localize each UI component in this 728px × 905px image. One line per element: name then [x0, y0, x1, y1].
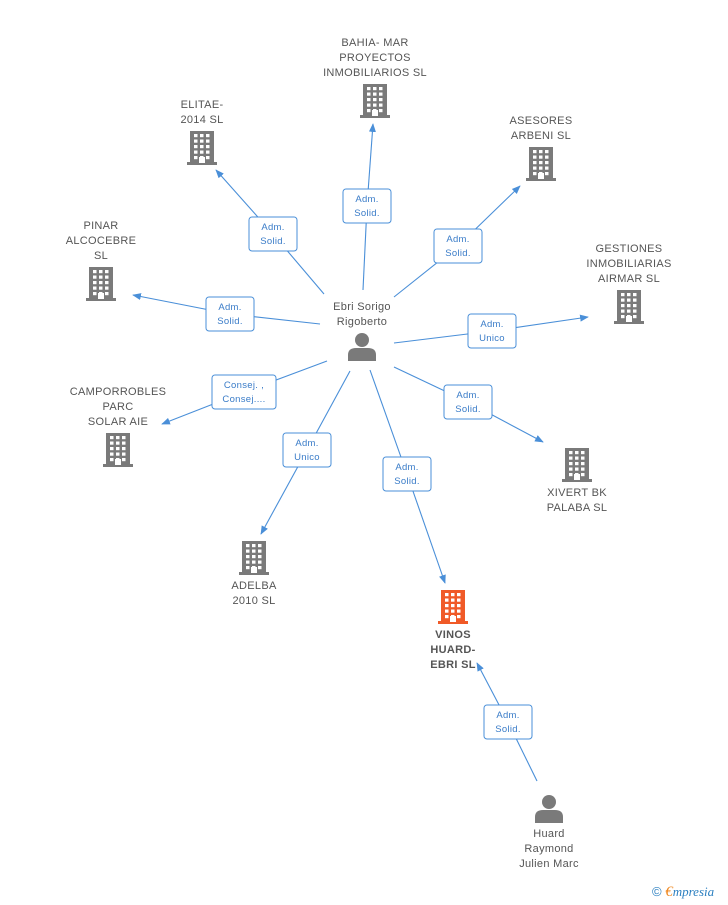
node-label-line: ARBENI SL [511, 130, 571, 142]
edge-label-line: Unico [479, 333, 505, 344]
edge-label-line: Consej. , [224, 380, 264, 391]
node-label-line: Julien Marc [519, 858, 579, 870]
node-label-line: ELITAE- [181, 99, 224, 111]
edge-label-line: Adm. [446, 234, 469, 245]
footer-brand: © €mpresia [652, 884, 714, 901]
edge-label-line: Solid. [445, 248, 471, 259]
node-label-line: CAMPORROBLES [70, 386, 167, 398]
node-label-line: PINAR [83, 220, 118, 232]
node-label-line: Raymond [524, 843, 573, 855]
node-label-line: BAHIA- MAR [341, 37, 408, 49]
company-node-camporrobles[interactable]: CAMPORROBLES PARC SOLAR AIE [70, 386, 167, 467]
company-node-adelba[interactable]: ADELBA 2010 SL [231, 541, 277, 607]
edge-label-box[interactable]: Adm. Solid. [248, 216, 298, 252]
edge-label-line: Adm. [480, 319, 503, 330]
edge-ebri-pinar: Adm. Solid. [132, 293, 321, 332]
company-node-pinar[interactable]: PINAR ALCOCEBRE SL [66, 220, 137, 301]
building-icon [187, 131, 217, 165]
person-icon [348, 333, 376, 361]
company-node-vinos[interactable]: VINOS HUARD- EBRI SL [430, 590, 476, 671]
edge-label-line: Solid. [354, 208, 380, 219]
building-icon [360, 84, 390, 118]
building-icon [86, 267, 116, 301]
edge-label-box[interactable]: Adm. Unico [282, 432, 332, 468]
node-label-line: EBRI SL [430, 659, 476, 671]
edge-huard-vinos: Adm. Solid. [476, 662, 538, 782]
edge-label-box[interactable]: Adm. Solid. [382, 456, 432, 492]
edge-ebri-bahia: Adm. Solid. [342, 123, 392, 291]
edge-label-line: Adm. [395, 462, 418, 473]
node-label-line: INMOBILIARIAS [586, 258, 671, 270]
edge-label-line: Solid. [394, 476, 420, 487]
edge-ebri-asesores: Adm. Solid. [393, 185, 521, 298]
edge-label-box[interactable]: Adm. Solid. [205, 296, 255, 332]
node-label-line: INMOBILIARIOS SL [323, 67, 427, 79]
node-label-line: 2014 SL [180, 114, 223, 126]
brand-initial: € [665, 884, 673, 900]
nodes-layer: BAHIA- MAR PROYECTOS INMOBILIARIOS SL ELITA… [66, 37, 672, 870]
edge-label-box[interactable]: Adm. Solid. [342, 188, 392, 224]
building-icon [103, 433, 133, 467]
edge-label-box[interactable]: Consej. , Consej.... [211, 374, 277, 410]
edges-layer: Adm. Solid. Adm. Solid. Adm. Solid. Adm. Solid.… [132, 123, 589, 782]
edge-label-box[interactable]: Adm. Solid. [443, 384, 493, 420]
company-node-asesores[interactable]: ASESORES ARBENI SL [510, 115, 573, 181]
edge-ebri-vinos: Adm. Solid. [369, 369, 446, 584]
edge-label-line: Solid. [260, 236, 286, 247]
edge-ebri-camporrobles: Consej. , Consej.... [161, 360, 328, 425]
edge-ebri-gestiones: Adm. Unico [393, 313, 589, 349]
building-icon [614, 290, 644, 324]
building-icon [526, 147, 556, 181]
building-icon [438, 590, 468, 624]
node-label-line: PALABA SL [547, 502, 608, 514]
node-label-line: VINOS [435, 629, 471, 641]
node-label-line: HUARD- [430, 644, 475, 656]
edge-label-line: Solid. [217, 316, 243, 327]
company-node-elitae[interactable]: ELITAE- 2014 SL [180, 99, 223, 165]
edge-label-line: Adm. [355, 194, 378, 205]
node-label-line: SOLAR AIE [88, 416, 148, 428]
edge-label-line: Adm. [218, 302, 241, 313]
node-label-line: ADELBA [231, 580, 277, 592]
node-label-line: ASESORES [510, 115, 573, 127]
edge-label-box[interactable]: Adm. Solid. [483, 704, 533, 740]
node-label-line: PARC [103, 401, 134, 413]
node-label-line: ALCOCEBRE [66, 235, 137, 247]
node-label-line: 2010 SL [232, 595, 275, 607]
company-node-xivert[interactable]: XIVERT BK PALABA SL [547, 448, 608, 514]
company-node-gestiones[interactable]: GESTIONES INMOBILIARIAS AIRMAR SL [586, 243, 671, 324]
edge-label-line: Adm. [295, 438, 318, 449]
node-label-line: Huard [533, 828, 564, 840]
node-label-line: PROYECTOS [339, 52, 411, 64]
edge-label-line: Consej.... [222, 394, 265, 405]
building-icon [562, 448, 592, 482]
company-node-bahia[interactable]: BAHIA- MAR PROYECTOS INMOBILIARIOS SL [323, 37, 427, 118]
edge-label-line: Adm. [456, 390, 479, 401]
edge-label-line: Solid. [455, 404, 481, 415]
edge-ebri-xivert: Adm. Solid. [393, 366, 544, 443]
building-icon [239, 541, 269, 575]
node-label-line: SL [94, 250, 108, 262]
copyright-symbol: © [652, 884, 662, 899]
node-label-line: GESTIONES [596, 243, 663, 255]
node-label-line: Rigoberto [337, 316, 387, 328]
node-label-line: Ebri Sorigo [333, 301, 391, 313]
edge-ebri-adelba: Adm. Unico [260, 370, 351, 535]
node-label-line: AIRMAR SL [598, 273, 660, 285]
edge-label-line: Unico [294, 452, 320, 463]
edge-label-box[interactable]: Adm. Solid. [433, 228, 483, 264]
edge-label-line: Adm. [496, 710, 519, 721]
edge-label-line: Solid. [495, 724, 521, 735]
person-icon [535, 795, 563, 823]
edge-label-box[interactable]: Adm. Unico [467, 313, 517, 349]
edge-label-line: Adm. [261, 222, 284, 233]
edge-ebri-elitae: Adm. Solid. [215, 169, 325, 295]
node-label-line: XIVERT BK [547, 487, 607, 499]
relationship-graph: Adm. Solid. Adm. Solid. Adm. Solid. Adm. Solid.… [66, 37, 672, 870]
brand-name: mpresia [672, 884, 715, 899]
